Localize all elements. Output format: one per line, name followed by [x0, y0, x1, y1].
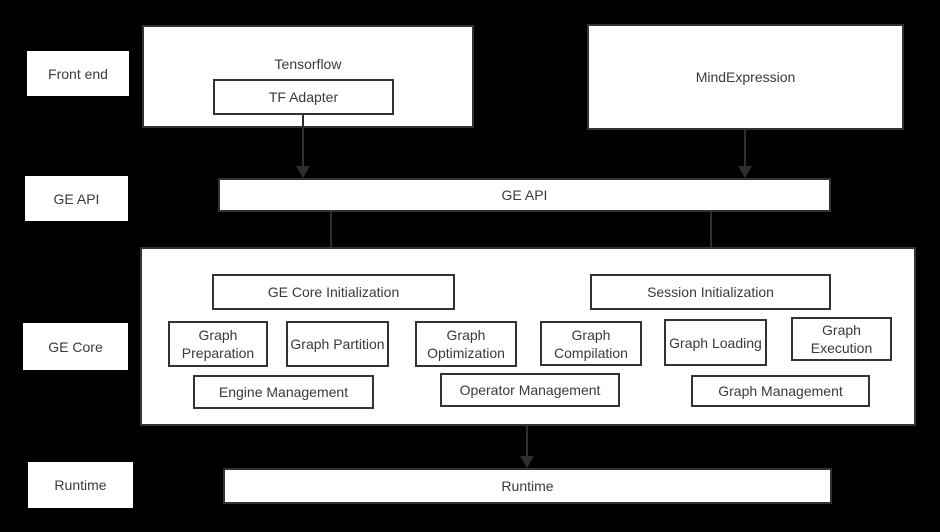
tf-adapter-box: TF Adapter — [213, 79, 394, 115]
graph-compilation-box: Graph Compilation — [540, 321, 642, 366]
side-label-ge-api: GE API — [25, 176, 128, 221]
graph-partition-box: Graph Partition — [286, 321, 389, 367]
arrow-shaft — [302, 115, 304, 168]
arrow-shaft — [526, 426, 528, 458]
arrow-tf-adapter-to-ge-api — [296, 115, 310, 178]
operator-management-box: Operator Management — [440, 373, 620, 407]
graph-optimization-box: Graph Optimization — [415, 321, 517, 367]
side-label-front-end: Front end — [27, 51, 129, 96]
ge-core-container: GE Core Initialization Session Initializ… — [140, 247, 916, 426]
arrow-head-icon — [296, 166, 310, 178]
ge-api-bar: GE API — [218, 178, 831, 212]
graph-management-box: Graph Management — [691, 375, 870, 407]
arrow-ge-core-to-runtime — [520, 426, 534, 468]
arrow-head-icon — [738, 166, 752, 178]
arrow-shaft — [744, 130, 746, 168]
arrow-shaft — [710, 212, 712, 263]
arrow-shaft — [330, 212, 332, 263]
session-initialization-box: Session Initialization — [590, 274, 831, 310]
tensorflow-label: Tensorflow — [274, 56, 342, 72]
side-label-runtime: Runtime — [28, 462, 133, 508]
graph-loading-box: Graph Loading — [664, 319, 767, 366]
graph-preparation-box: Graph Preparation — [168, 321, 268, 367]
arrow-mindexpression-to-ge-api — [738, 130, 752, 178]
tensorflow-box: Tensorflow TF Adapter — [142, 25, 474, 128]
graph-execution-box: Graph Execution — [791, 317, 892, 361]
mindexpression-box: MindExpression — [587, 24, 904, 130]
side-label-ge-core: GE Core — [23, 323, 128, 370]
ge-core-initialization-box: GE Core Initialization — [212, 274, 455, 310]
engine-management-box: Engine Management — [193, 375, 374, 409]
arrow-head-icon — [520, 456, 534, 468]
runtime-bar: Runtime — [223, 468, 832, 504]
